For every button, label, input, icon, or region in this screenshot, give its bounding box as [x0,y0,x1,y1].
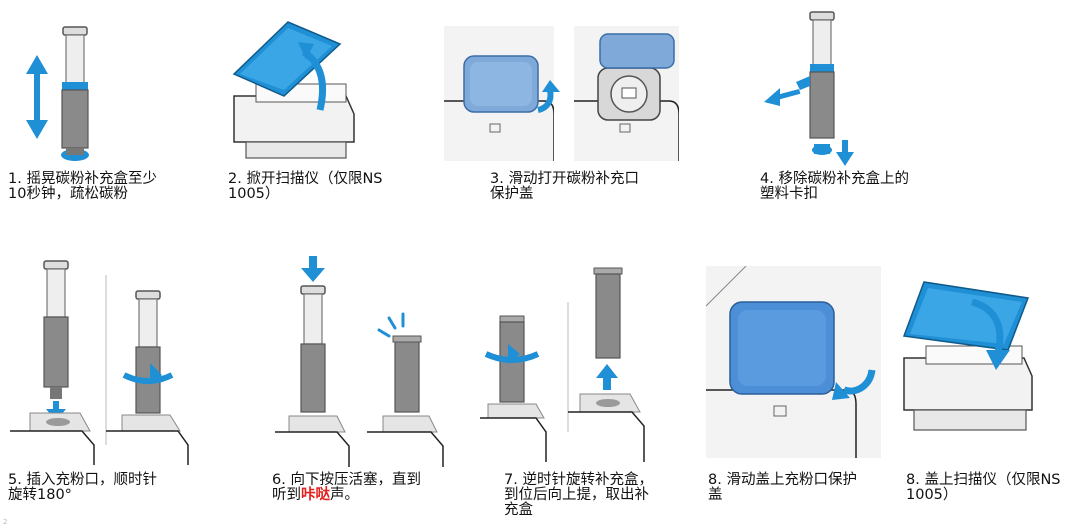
rotate-clockwise-arrow-icon [122,363,174,385]
shake-arrow-icon [26,55,48,139]
step-3-illustration-left [444,26,554,161]
step-2-illustration [228,14,368,169]
step-8-cover-illustration [706,266,881,458]
lift-arrow-icon [301,49,327,111]
printer-icon [903,345,1033,431]
step-7-caption: 7. 逆时针旋转补充盒， 到位后向上提，取出补 充盒 [504,472,653,518]
lift-up-arrow-icon [596,364,618,390]
slide-open-arrow-icon [537,80,560,113]
step-8-scanner-caption: 8. 盖上扫描仪（仅限NS 1005） [906,472,1061,503]
rotate-counterclockwise-arrow-icon [484,344,540,364]
step-5-caption: 5. 插入充粉口，顺时针 旋转180° [8,472,157,503]
down-arrow-icon [836,140,854,166]
slide-close-arrow-icon [832,369,876,400]
click-sound-emphasis: 咔哒 [301,487,330,503]
step-4-caption: 4. 移除碳粉补充盒上的 塑料卡扣 [760,171,909,202]
step-1-caption: 1. 摇晃碳粉补充盒至少 10秒钟，疏松碳粉 [8,171,157,202]
toner-cartridge-icon [809,11,835,139]
step-1-illustration [18,22,108,172]
step-6-caption: 6. 向下按压活塞，直到 听到咔哒声。 [272,472,421,503]
step-8-cover-caption: 8. 滑动盖上充粉口保护 盖 [708,472,857,503]
step-7-illustration [480,262,655,462]
step-2-caption: 2. 掀开扫描仪（仅限NS 1005） [228,171,383,202]
close-down-arrow-icon [970,298,1010,370]
toner-cartridge-icon [61,26,89,161]
page-mark: 2 [3,518,8,526]
pull-arrow-icon [764,88,801,106]
press-down-arrow-icon [301,256,325,282]
step-3-caption: 3. 滑动打开碳粉补充口 保护盖 [490,171,639,202]
printer-icon [233,83,355,159]
step-3-illustration-right [574,26,679,161]
click-burst-icon [377,312,405,338]
step-6-illustration [275,252,450,467]
scanner-lid-icon [902,281,1030,351]
step-4-illustration [760,10,870,170]
plastic-clip-icon [796,76,810,90]
step-5-illustration [10,255,195,465]
step-8-scanner-illustration [900,276,1040,451]
